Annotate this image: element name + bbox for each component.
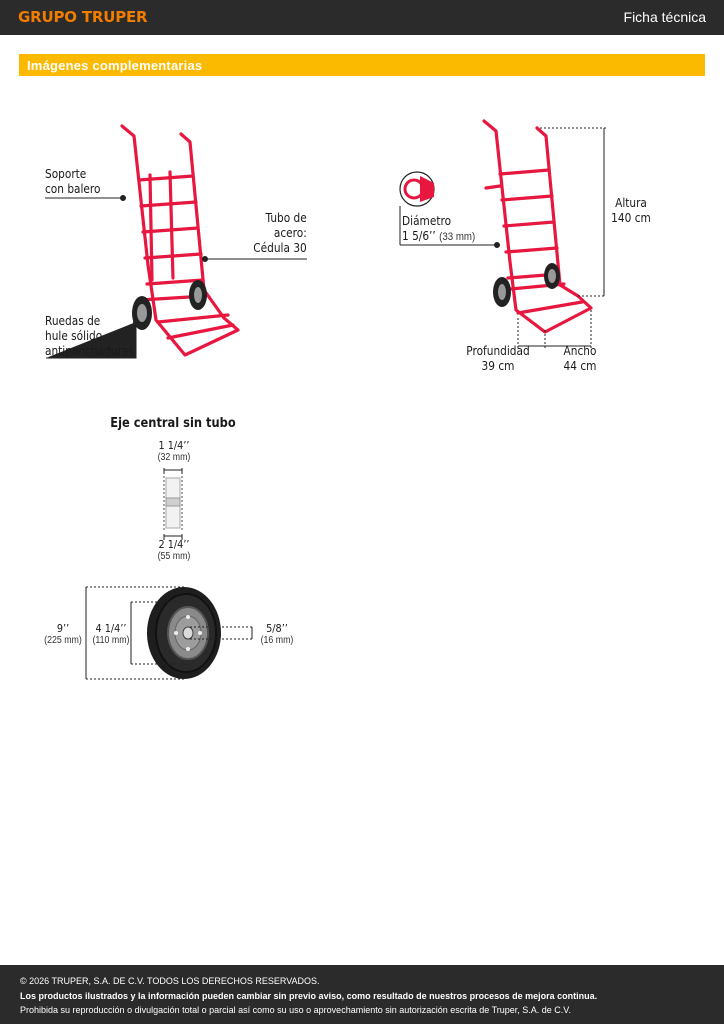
header-bar: GRUPO TRUPER Ficha técnica: [0, 0, 724, 35]
tube-section-icon: [399, 171, 435, 207]
section-title-bar: Imágenes complementarias: [19, 54, 705, 76]
section-title: Imágenes complementarias: [27, 58, 203, 73]
label-axle-top: 1 1/4’’ (32 mm): [157, 439, 191, 464]
footer-notice: Los productos ilustrados y la informació…: [20, 991, 598, 1001]
doc-type-label: Ficha técnica: [623, 9, 706, 25]
label-ancho: Ancho 44 cm: [563, 344, 597, 373]
label-wheel-outer: 9’’ (225 mm): [44, 622, 82, 647]
wheel-illustration-3: [147, 587, 221, 679]
label-wheel-inner: 4 1/4’’ (110 mm): [92, 622, 130, 647]
label-profundidad: Profundidad 39 cm: [466, 344, 530, 373]
label-altura: Altura 140 cm: [611, 196, 651, 225]
hand-truck-illustration-1: [120, 124, 240, 357]
footer: © 2026 TRUPER, S.A. DE C.V. TODOS LOS DE…: [0, 965, 724, 1024]
footer-copyright: © 2026 TRUPER, S.A. DE C.V. TODOS LOS DE…: [20, 976, 320, 986]
label-ruedas: Ruedas de hule sólido antiponchaduras: [45, 314, 134, 358]
label-diametro: Diámetro 1 5/6’’ (33 mm): [402, 214, 476, 243]
axle-illustration: [163, 468, 183, 540]
brand-logo[interactable]: GRUPO TRUPER: [18, 8, 148, 26]
wheel-illustration-2: [493, 263, 560, 307]
label-soporte: Soporte con balero: [45, 167, 101, 196]
footer-legal: Prohibida su reproducción o divulgación …: [20, 1005, 571, 1015]
axle-title: Eje central sin tubo: [110, 416, 236, 431]
label-axle-bottom: 2 1/4’’ (55 mm): [157, 538, 191, 563]
label-tubo-acero: Tubo de acero: Cédula 30: [253, 211, 307, 255]
wheel-illustration-1: [132, 280, 207, 330]
label-wheel-bore: 5/8’’ (16 mm): [260, 622, 294, 647]
